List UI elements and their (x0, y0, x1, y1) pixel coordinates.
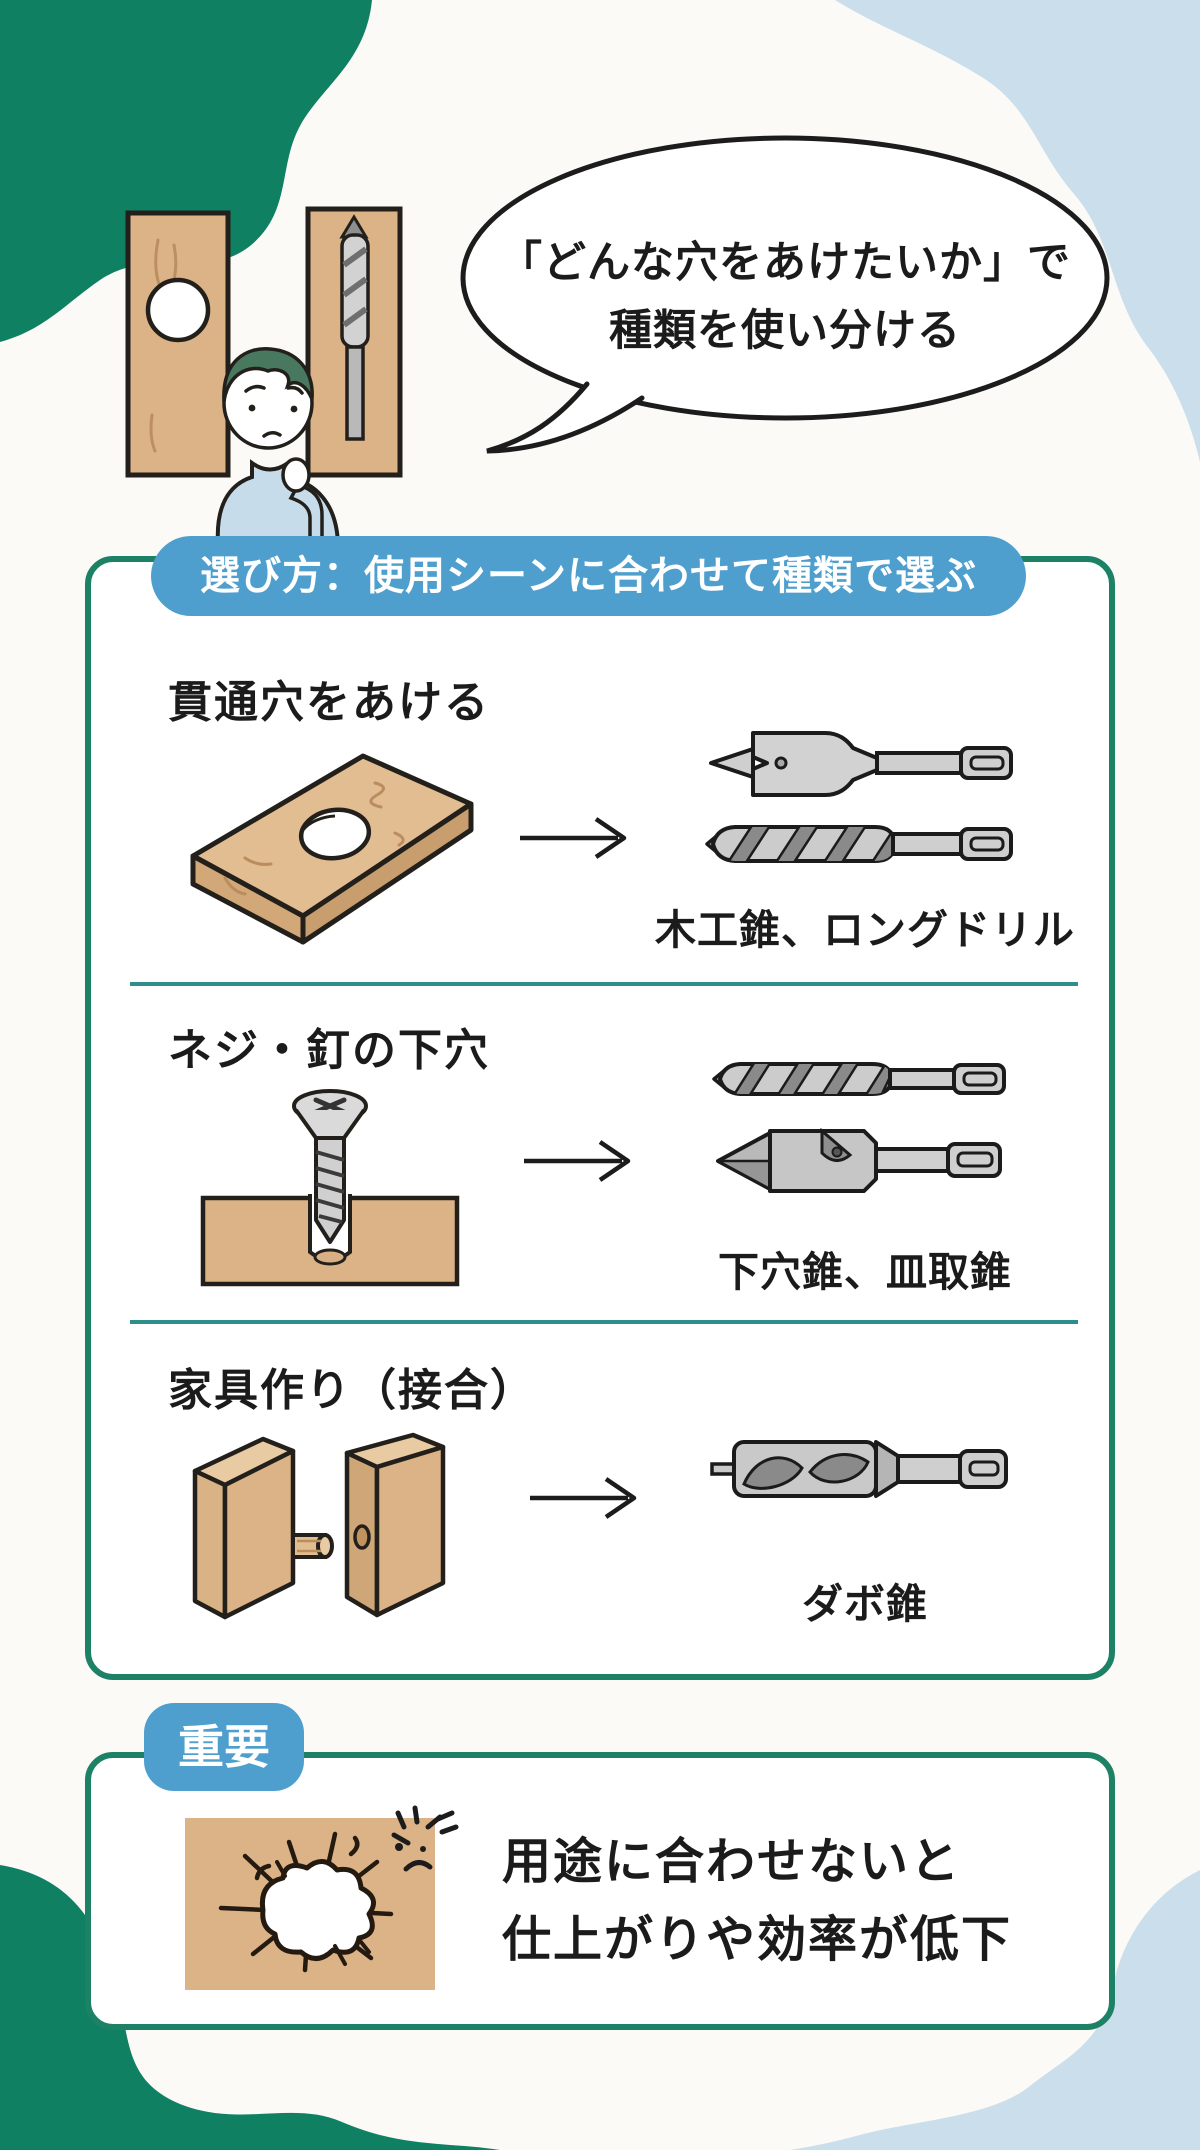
thinking-person-illustration (125, 206, 403, 543)
speech-bubble-line2: 種類を使い分ける (609, 307, 961, 355)
row3-title: 家具作り（接合） (168, 1366, 536, 1415)
corner-blob-top-left (0, 0, 372, 342)
spade-bit-icon (709, 731, 1013, 797)
arrow-right-icon (524, 1140, 631, 1182)
arrow-right-icon (520, 817, 627, 859)
arrow-right-icon (530, 1477, 637, 1519)
row2-title: ネジ・釘の下穴 (168, 1026, 490, 1075)
row1-result: 木工錐、ロングドリル (655, 907, 1075, 953)
warning-text-line2: 仕上がりや効率が低下 (502, 1913, 1013, 1967)
wood-panel-drill-icon (305, 206, 403, 478)
corner-blob-top-right (835, 0, 1200, 462)
corner-blob-bottom-left (0, 1865, 500, 2150)
dowel-bit-icon (710, 1440, 1008, 1498)
long-twist-drill-icon (705, 825, 1013, 863)
warning-text-line1: 用途に合わせないと (502, 1835, 962, 1889)
dowel-joint-illustration (192, 1432, 446, 1620)
selection-box-badge: 選び方：使用シーンに合わせて種類で選ぶ (151, 536, 1026, 616)
row-divider-2 (130, 1320, 1078, 1324)
wood-plank-illustration (190, 753, 474, 945)
screw-pilot-hole-illustration (200, 1089, 460, 1287)
wood-panel-hole-icon (125, 210, 231, 478)
left-board (192, 1436, 334, 1620)
countersink-bit-icon (716, 1127, 1002, 1193)
row3-result: ダボ錐 (802, 1581, 928, 1627)
speech-bubble-line1: 「どんな穴をあけたいか」で (499, 239, 1071, 287)
speech-bubble (460, 135, 1110, 454)
corner-blob-bottom-right (790, 1870, 1200, 2150)
row2-result: 下穴錐、皿取錐 (718, 1249, 1012, 1295)
right-board (344, 1432, 446, 1618)
splintered-hole-illustration (185, 1818, 435, 1990)
thinking-person (215, 347, 341, 543)
pilot-drill-icon (712, 1062, 1006, 1096)
row-divider-1 (130, 982, 1078, 986)
angry-face-icon (391, 1805, 459, 1872)
row1-title: 貫通穴をあける (168, 678, 490, 727)
important-box-badge: 重要 (144, 1703, 304, 1791)
